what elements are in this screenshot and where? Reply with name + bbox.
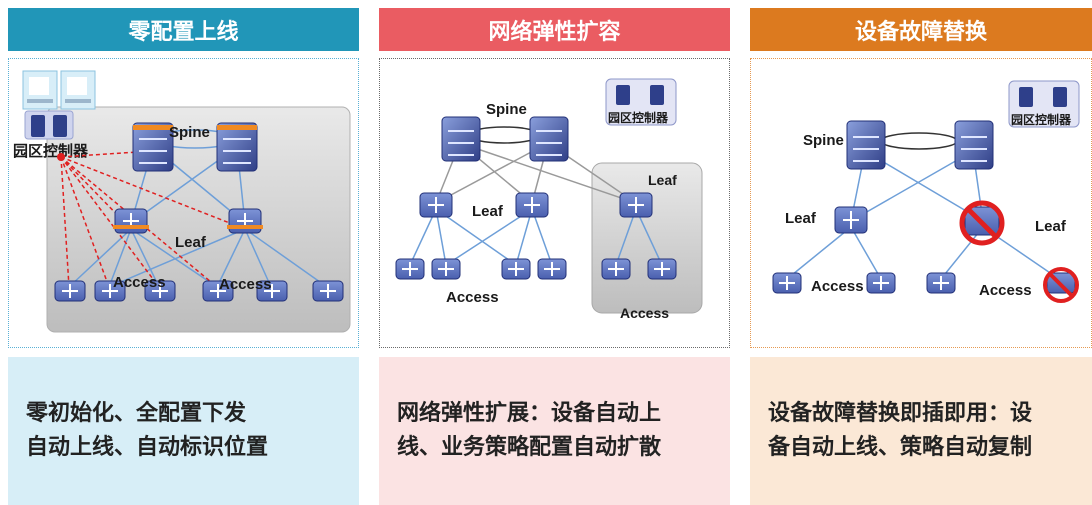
description-line: 自动上线、自动标识位置: [26, 435, 269, 460]
access-switch-icon: [431, 258, 461, 280]
access-label: Access: [620, 305, 669, 321]
access-switch-icon: [501, 258, 531, 280]
spine-label: Spine: [803, 132, 844, 149]
leaf-switch-icon: [113, 208, 149, 234]
panel-device-replacement: 设备故障替换 园区控制器 Spine: [750, 0, 1092, 505]
controller-label: 园区控制器: [13, 142, 89, 160]
leaf-switch-icon: [834, 206, 868, 234]
access-label: Access: [811, 278, 864, 295]
description-text: 设备故障替换即插即用：设 备自动上线、策略自动复制: [768, 397, 1032, 465]
panel-elastic-expansion: 网络弹性扩容 园区控制器: [379, 0, 730, 505]
failed-leaf-switch-icon: [959, 200, 1005, 246]
access-switch-icon: [256, 280, 288, 302]
access-switch-icon: [144, 280, 176, 302]
panel-header: 零配置上线: [8, 8, 359, 51]
controller-label: 园区控制器: [608, 110, 669, 125]
access-switch-icon: [537, 258, 567, 280]
panel-header: 设备故障替换: [750, 8, 1092, 51]
spine-label: Spine: [486, 101, 527, 118]
panel-zero-touch: 零配置上线 园区控制器: [8, 0, 359, 505]
access-switch-icon: [601, 258, 631, 280]
access-label: Access: [446, 289, 499, 306]
access-switch-icon: [772, 272, 802, 294]
controller-port-dot: [57, 153, 65, 161]
stack-link: [880, 132, 958, 150]
description-box: 零初始化、全配置下发 自动上线、自动标识位置: [8, 357, 359, 505]
links: [786, 150, 1060, 280]
network-diagram: 园区控制器 Spine Leaf Leaf: [379, 58, 730, 348]
description-line: 网络弹性扩展：设备自动上: [397, 401, 662, 426]
panel-title: 零配置上线: [128, 19, 239, 45]
access-label: Access: [219, 276, 272, 293]
spine-switch-icon: [132, 122, 174, 172]
network-diagram: 园区控制器: [8, 58, 359, 348]
description-box: 网络弹性扩展：设备自动上 线、业务策略配置自动扩散: [379, 357, 730, 505]
topology-svg: 园区控制器: [13, 70, 351, 333]
network-diagram: 园区控制器 Spine Leaf Leaf: [750, 58, 1092, 348]
config-file-icon: [60, 70, 96, 110]
access-label: Access: [113, 274, 166, 291]
leaf-label: Leaf: [785, 210, 817, 227]
panel-title: 网络弹性扩容: [488, 19, 621, 45]
failed-access-switch-icon: [1043, 267, 1079, 303]
leaf-switch-icon: [619, 192, 653, 218]
leaf-label: Leaf: [1035, 218, 1067, 235]
spine-switch-icon: [529, 116, 569, 162]
description-line: 线、业务策略配置自动扩散: [397, 435, 662, 460]
spine-switch-icon: [846, 120, 886, 170]
access-switch-icon: [54, 280, 86, 302]
panel-title: 设备故障替换: [854, 19, 987, 45]
access-switch-icon: [866, 272, 896, 294]
controller-icon: [605, 78, 677, 126]
access-switch-icon: [647, 258, 677, 280]
expansion-box: [591, 162, 703, 314]
access-switch-icon: [94, 280, 126, 302]
access-switch-icon: [312, 280, 344, 302]
access-switch-icon: [395, 258, 425, 280]
access-switch-icon: [202, 280, 234, 302]
description-line: 设备故障替换即插即用：设: [768, 401, 1033, 426]
spine-label: Spine: [169, 124, 210, 141]
leaf-label: Leaf: [648, 172, 677, 188]
description-text: 零初始化、全配置下发 自动上线、自动标识位置: [26, 397, 268, 465]
spine-switch-icon: [216, 122, 258, 172]
leaf-switch-icon: [419, 192, 453, 218]
leaf-label: Leaf: [175, 234, 207, 251]
access-links: [409, 208, 663, 266]
spine-switch-icon: [954, 120, 994, 170]
leaf-switch-icon: [515, 192, 549, 218]
description-text: 网络弹性扩展：设备自动上 线、业务策略配置自动扩散: [397, 397, 661, 465]
config-file-icon: [22, 70, 58, 110]
topology-svg: 园区控制器 Spine Leaf Leaf: [395, 78, 703, 321]
topology-svg: 园区控制器 Spine Leaf Leaf: [772, 80, 1080, 303]
description-line: 零初始化、全配置下发: [26, 401, 247, 426]
access-label: Access: [979, 282, 1032, 299]
spine-switch-icon: [441, 116, 481, 162]
leaf-switch-icon: [227, 208, 263, 234]
description-box: 设备故障替换即插即用：设 备自动上线、策略自动复制: [750, 357, 1092, 505]
leaf-label: Leaf: [472, 203, 504, 220]
access-switch-icon: [926, 272, 956, 294]
zero-touch-links: [60, 150, 246, 288]
panel-header: 网络弹性扩容: [379, 8, 730, 51]
fabric-box: [46, 106, 351, 333]
controller-icon: [1008, 80, 1080, 128]
controller-label: 园区控制器: [1011, 112, 1072, 127]
controller-icon: [24, 110, 74, 140]
description-line: 备自动上线、策略自动复制: [768, 435, 1033, 460]
